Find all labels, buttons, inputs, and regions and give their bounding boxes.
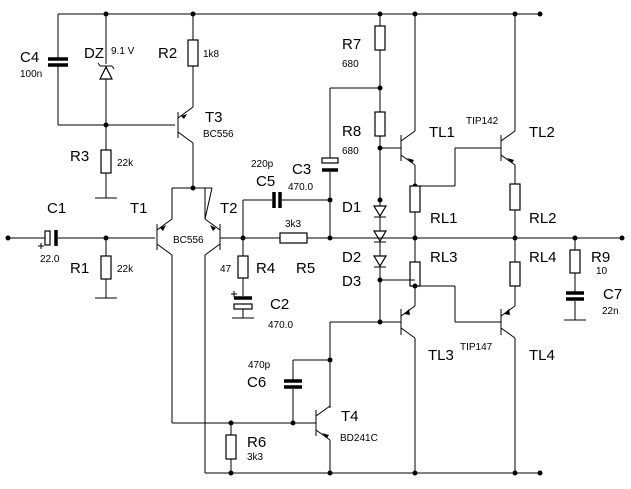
label-r8: R8 (342, 123, 361, 140)
r7-resistor (374, 11, 386, 112)
label-r3: R3 (70, 148, 89, 165)
rl1-resistor (409, 185, 421, 238)
label-c7: C7 (603, 286, 622, 303)
tl3-transistor (380, 286, 416, 473)
value-t3: BC556 (203, 129, 234, 140)
label-tl2: TL2 (529, 124, 555, 141)
label-rl4: RL4 (529, 249, 557, 266)
c4-capacitor (48, 14, 68, 125)
value-r9: 10 (596, 266, 608, 277)
label-c2: C2 (270, 296, 289, 313)
value-c7: 22n (602, 306, 619, 317)
r8-resistor (374, 111, 386, 200)
value-c6: 470p (248, 360, 271, 371)
positive-rail (58, 11, 543, 17)
label-tl3: TL3 (428, 347, 454, 364)
r3-resistor (95, 125, 117, 199)
r1-resistor (95, 238, 117, 299)
label-t1: T1 (130, 200, 148, 217)
label-tl1: TL1 (429, 124, 455, 141)
value-r6: 3k3 (247, 452, 264, 463)
output-terminal (575, 235, 625, 241)
label-rl1: RL1 (430, 210, 458, 227)
value-c1: 22.0 (40, 254, 60, 265)
label-r7: R7 (342, 36, 361, 53)
c1-capacitor (38, 230, 155, 249)
t2-transistor (204, 187, 243, 473)
c7-capacitor (564, 291, 586, 321)
value-tip147: TIP147 (460, 342, 493, 353)
c5-capacitor (272, 192, 330, 208)
label-r5: R5 (296, 260, 315, 277)
label-c4: C4 (20, 49, 39, 66)
label-dz: DZ (84, 45, 104, 62)
tl4-transistor (415, 285, 516, 473)
dz-zener-diode (97, 14, 115, 125)
label-r2: R2 (158, 45, 177, 62)
rl3-resistor (409, 238, 421, 287)
value-dz: 9.1 V (111, 46, 135, 57)
label-rl2: RL2 (529, 210, 557, 227)
c6-capacitor (284, 321, 380, 423)
rl2-resistor (509, 183, 521, 238)
label-r6: R6 (247, 434, 266, 451)
tl1-transistor (380, 14, 416, 186)
label-d3: D3 (342, 273, 361, 290)
value-bc556: BC556 (173, 235, 204, 246)
c3-capacitor (321, 88, 339, 238)
r4-resistor (237, 238, 249, 296)
label-t3: T3 (205, 109, 223, 126)
label-c5: C5 (256, 173, 275, 190)
label-r9: R9 (591, 249, 610, 266)
value-r1: 22k (117, 264, 134, 275)
label-tl4: TL4 (529, 347, 555, 364)
value-r5: 3k3 (285, 219, 302, 230)
negative-rail (205, 470, 543, 476)
value-r7: 680 (342, 59, 359, 70)
d1-diode (372, 205, 388, 218)
label-t2: T2 (220, 200, 238, 217)
value-c5: 220p (251, 159, 274, 170)
value-r4: 47 (220, 264, 232, 275)
rl4-resistor (509, 238, 521, 287)
label-rl3: RL3 (430, 249, 458, 266)
label-r1: R1 (70, 260, 89, 277)
t3-transistor (177, 106, 194, 188)
c2-capacitor (231, 291, 254, 319)
label-r4: R4 (256, 260, 275, 277)
d3-diode (372, 255, 388, 268)
value-c2: 470.0 (268, 320, 293, 331)
t4-transistor (315, 405, 331, 473)
t1-transistor (156, 188, 173, 423)
value-c3: 470.0 (288, 182, 313, 193)
d2-diode (372, 230, 388, 243)
label-d2: D2 (342, 249, 361, 266)
value-r8: 680 (342, 146, 359, 157)
value-r2: 1k8 (203, 49, 220, 60)
value-r3: 22k (117, 158, 134, 169)
label-t4: T4 (341, 408, 359, 425)
label-d1: D1 (342, 199, 361, 216)
tl2-transistor (415, 14, 516, 187)
label-c1: C1 (47, 200, 66, 217)
r9-resistor (569, 238, 581, 292)
r6-resistor (225, 423, 237, 473)
label-c3: C3 (292, 161, 311, 178)
r2-resistor (187, 11, 199, 107)
value-tip142: TIP142 (466, 116, 499, 127)
input-terminal (5, 235, 45, 241)
label-c6: C6 (247, 374, 266, 391)
r5-resistor (243, 232, 330, 244)
value-c4: 100n (20, 69, 42, 80)
value-t4: BD241C (340, 433, 378, 444)
